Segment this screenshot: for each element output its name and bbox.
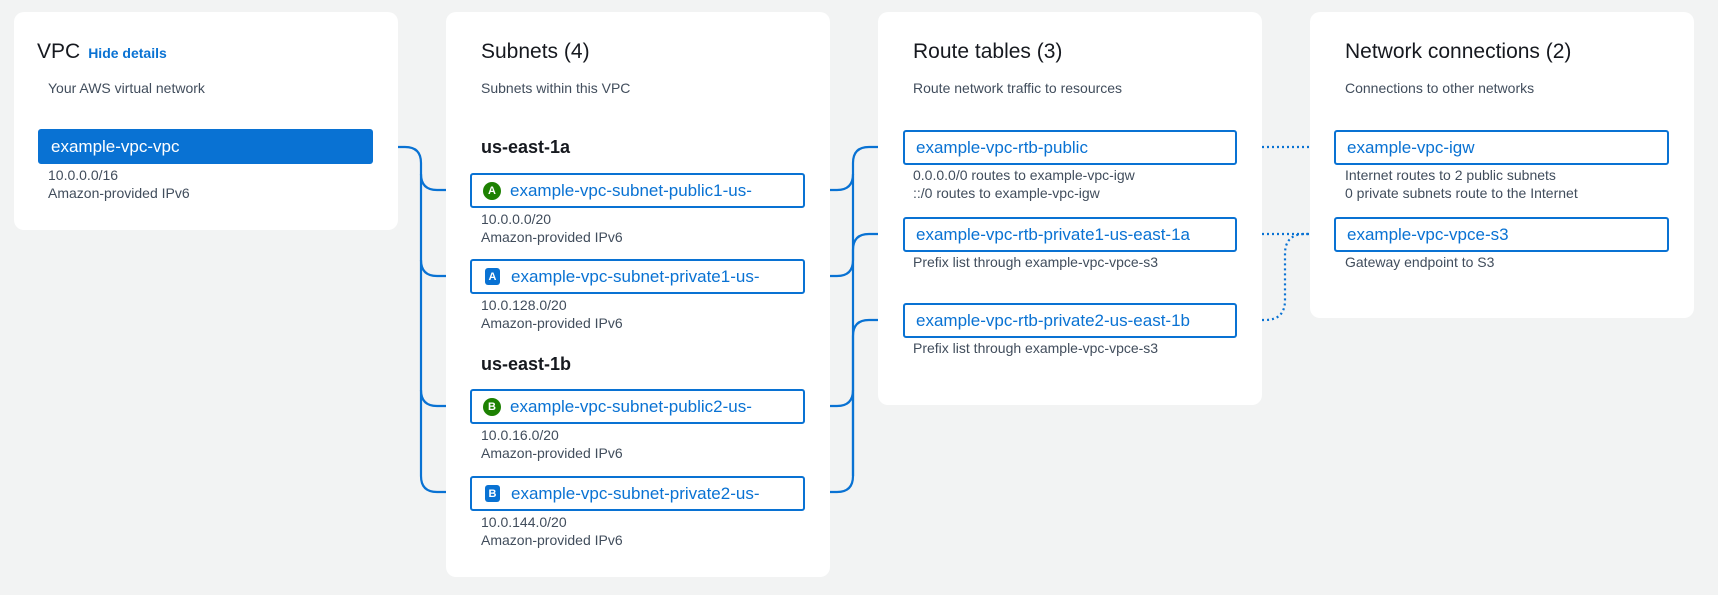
private-subnet-badge-icon: A [485, 268, 500, 285]
az-label-us-east-1b: us-east-1b [481, 354, 572, 374]
vpc-node-details: 10.0.0.0/16 Amazon-provided IPv6 [48, 166, 190, 202]
network-connections-card-title: Network connections (2) [1345, 40, 1572, 63]
subnet-details: 10.0.144.0/20 Amazon-provided IPv6 [481, 513, 623, 549]
vpc-card [14, 12, 398, 230]
subnet-node-public2[interactable]: B example-vpc-subnet-public2-us- [470, 389, 805, 424]
vpc-node-name: example-vpc-vpc [51, 136, 180, 156]
vpc-to-subnet-public2-link [419, 389, 470, 408]
rtb-private2-to-vpce-link [1237, 232, 1334, 322]
route-detail: 0.0.0.0/0 routes to example-vpc-igw [913, 167, 1135, 183]
hide-details-link[interactable]: Hide details [88, 45, 167, 61]
vpc-title: VPC [37, 40, 81, 63]
route-table-node-public[interactable]: example-vpc-rtb-public [903, 130, 1237, 165]
vpc-to-subnet-private2-link [373, 145, 470, 494]
vpc-ipv6: Amazon-provided IPv6 [48, 185, 190, 201]
subnet-cidr: 10.0.128.0/20 [481, 297, 567, 313]
subnet-name: example-vpc-subnet-private1-us- [511, 266, 760, 286]
route-table-node-private2[interactable]: example-vpc-rtb-private2-us-east-1b [903, 303, 1237, 338]
subnet-ipv6: Amazon-provided IPv6 [481, 229, 623, 245]
subnets-subtitle: Subnets within this VPC [481, 80, 631, 96]
route-table-details: 0.0.0.0/0 routes to example-vpc-igw ::/0… [913, 166, 1135, 202]
network-connection-name: example-vpc-vpce-s3 [1347, 224, 1509, 244]
network-connections-card [1310, 12, 1694, 318]
subnet-details: 10.0.0.0/20 Amazon-provided IPv6 [481, 210, 623, 246]
subnet-details: 10.0.128.0/20 Amazon-provided IPv6 [481, 296, 623, 332]
network-connection-details: Internet routes to 2 public subnets 0 pr… [1345, 166, 1578, 202]
route-table-details: Prefix list through example-vpc-vpce-s3 [913, 339, 1158, 357]
vpc-cidr: 10.0.0.0/16 [48, 167, 119, 183]
route-tables-subtitle: Route network traffic to resources [913, 80, 1123, 96]
route-detail: Prefix list through example-vpc-vpce-s3 [913, 340, 1159, 356]
subnet-name: example-vpc-subnet-public2-us- [510, 396, 752, 416]
vpc-to-subnet-private1-link [419, 259, 470, 278]
vpc-card-title: VPC Hide details [37, 40, 167, 64]
subnet-name: example-vpc-subnet-public1-us- [510, 180, 752, 200]
subnet-node-private1[interactable]: A example-vpc-subnet-private1-us- [470, 259, 805, 294]
subnet-cidr: 10.0.144.0/20 [481, 514, 567, 530]
route-table-name: example-vpc-rtb-private1-us-east-1a [916, 224, 1190, 244]
route-tables-card-title: Route tables (3) [913, 40, 1063, 63]
vpc-node[interactable]: example-vpc-vpc [38, 129, 373, 164]
route-table-details: Prefix list through example-vpc-vpce-s3 [913, 253, 1158, 271]
subnets-card-title: Subnets (4) [481, 40, 590, 63]
network-connection-name: example-vpc-igw [1347, 137, 1475, 157]
subnet-ipv6: Amazon-provided IPv6 [481, 445, 623, 461]
vpc-subtitle: Your AWS virtual network [48, 80, 205, 96]
network-node-vpce-s3[interactable]: example-vpc-vpce-s3 [1334, 217, 1669, 252]
subnet-node-private2[interactable]: B example-vpc-subnet-private2-us- [470, 476, 805, 511]
network-detail: 0 private subnets route to the Internet [1345, 185, 1578, 201]
subnet-node-public1[interactable]: A example-vpc-subnet-public1-us- [470, 173, 805, 208]
subnet-ipv6: Amazon-provided IPv6 [481, 315, 623, 331]
route-detail: ::/0 routes to example-vpc-igw [913, 185, 1100, 201]
public-subnet-badge-icon: B [483, 397, 501, 416]
route-detail: Prefix list through example-vpc-vpce-s3 [913, 254, 1159, 270]
route-table-name: example-vpc-rtb-public [916, 137, 1088, 157]
network-connection-details: Gateway endpoint to S3 [1345, 253, 1494, 271]
network-detail: Internet routes to 2 public subnets [1345, 167, 1556, 183]
az-label-us-east-1a: us-east-1a [481, 137, 571, 157]
subnet-details: 10.0.16.0/20 Amazon-provided IPv6 [481, 426, 623, 462]
private-subnet-badge-icon: B [485, 485, 500, 502]
subnet-name: example-vpc-subnet-private2-us- [511, 483, 760, 503]
network-node-igw[interactable]: example-vpc-igw [1334, 130, 1669, 165]
network-detail: Gateway endpoint to S3 [1345, 254, 1495, 270]
network-connections-subtitle: Connections to other networks [1345, 80, 1535, 96]
route-table-name: example-vpc-rtb-private2-us-east-1b [916, 310, 1190, 330]
subnet-cidr: 10.0.16.0/20 [481, 427, 559, 443]
subnet-ipv6: Amazon-provided IPv6 [481, 532, 623, 548]
subnet-public1-to-rtb-public-link [805, 145, 903, 192]
route-tables-card [878, 12, 1262, 405]
public-subnet-badge-icon: A [483, 181, 501, 200]
vpc-to-subnet-public1-link [419, 173, 470, 192]
subnet-cidr: 10.0.0.0/20 [481, 211, 552, 227]
route-table-node-private1[interactable]: example-vpc-rtb-private1-us-east-1a [903, 217, 1237, 252]
